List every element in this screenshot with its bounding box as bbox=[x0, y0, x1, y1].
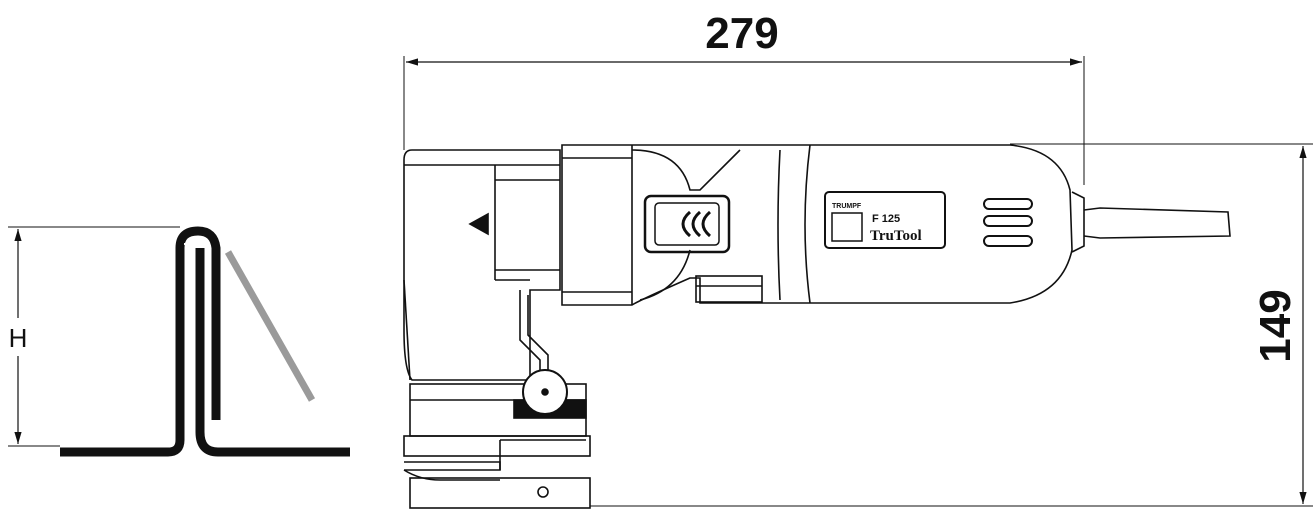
shear-tool bbox=[403, 144, 1231, 509]
model-label: F 125 bbox=[872, 213, 900, 225]
length-value: 279 bbox=[705, 9, 778, 58]
height-dimension: H bbox=[5, 226, 180, 447]
profile-section: H bbox=[5, 226, 350, 457]
tool-name: TruTool bbox=[870, 228, 922, 244]
guide-line bbox=[224, 250, 316, 402]
height-value: 149 bbox=[1251, 289, 1300, 362]
height-total-dimension: 149 bbox=[590, 143, 1313, 507]
brand-top: TRUMPF bbox=[832, 203, 862, 210]
height-label: H bbox=[9, 323, 28, 353]
length-dimension: 279 bbox=[403, 9, 1085, 185]
folded-sheet bbox=[60, 226, 221, 457]
